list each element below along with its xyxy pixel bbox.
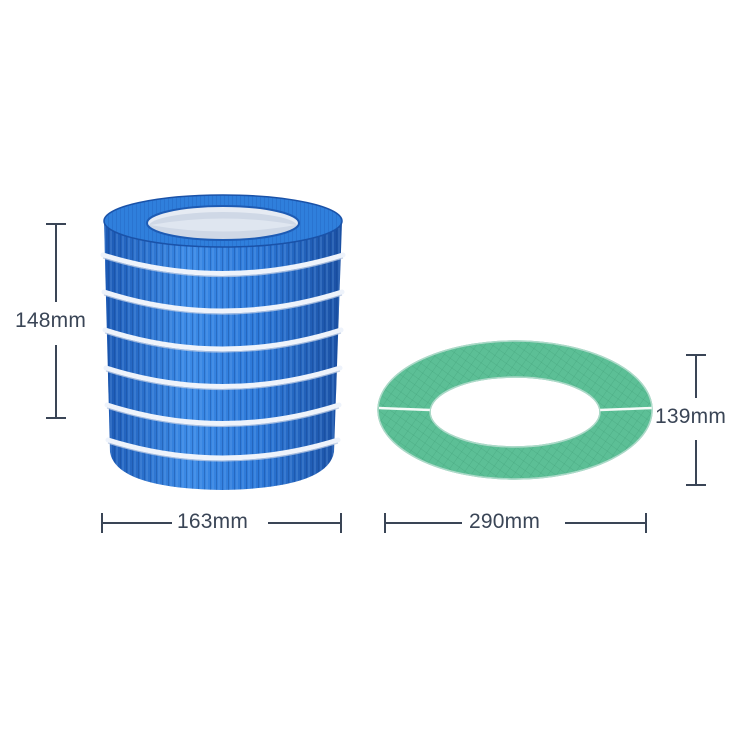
width-dimension-line-left xyxy=(101,513,342,533)
green-filter-ring xyxy=(377,340,653,480)
height-dimension-line-left xyxy=(46,223,66,419)
ring-diameter-label: 290mm xyxy=(469,510,541,533)
ring-height-label: 139mm xyxy=(655,405,727,428)
cylinder-height-label: 148mm xyxy=(15,309,87,332)
height-dimension-line-right xyxy=(686,354,706,486)
pleated-blue-filter-cylinder xyxy=(100,194,346,490)
cylinder-diameter-label: 163mm xyxy=(177,510,249,533)
width-dimension-line-right xyxy=(384,513,647,533)
